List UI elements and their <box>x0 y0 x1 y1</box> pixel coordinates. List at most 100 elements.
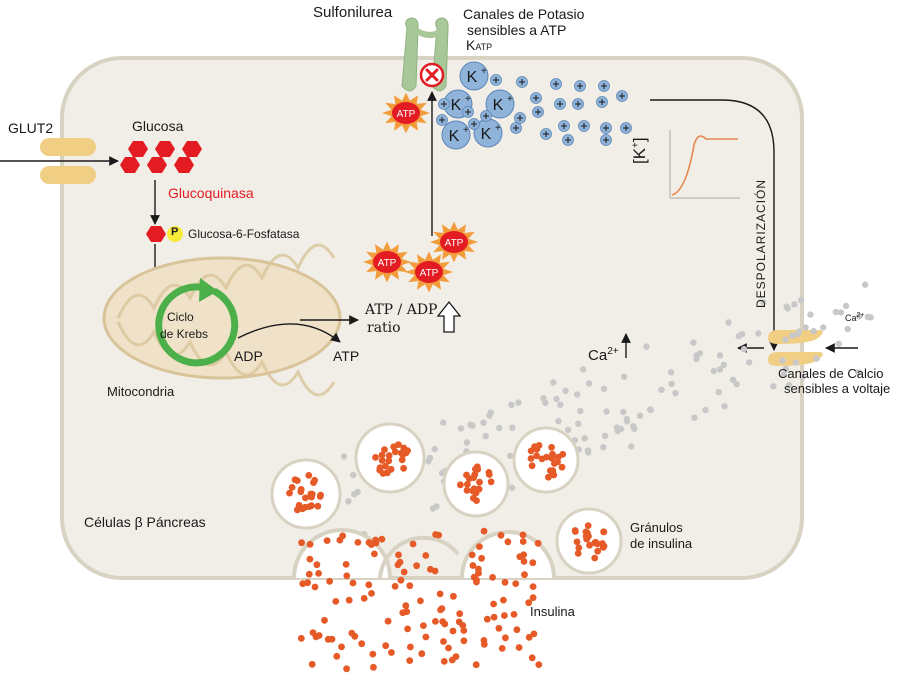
insulin-molecule <box>440 638 447 645</box>
insulin-molecule <box>358 640 366 648</box>
svg-text:+: + <box>495 123 501 134</box>
g6p-label: Glucosa-6-Fosfatasa <box>188 227 300 241</box>
insulin-molecule <box>478 554 485 562</box>
insulin-molecule <box>483 615 491 623</box>
insulin-molecule <box>315 632 323 639</box>
calcium-particle <box>496 424 503 432</box>
calcium-particle <box>835 340 842 347</box>
calcium-particle <box>565 426 572 434</box>
plus-charge <box>550 78 562 90</box>
insulin-molecule <box>529 559 537 567</box>
insulin-molecule <box>369 650 377 658</box>
insulin-molecule <box>476 543 483 550</box>
depolarization-arrow <box>650 99 779 351</box>
insulin-molecule <box>519 538 527 545</box>
plus-charge <box>540 128 552 140</box>
arrow-up-outline-icon <box>436 300 462 333</box>
insulin-molecule <box>365 539 373 546</box>
calcium-particle <box>550 379 557 386</box>
glucose-hexagon <box>120 157 140 173</box>
g6p-molecule <box>146 226 183 242</box>
celulas-label: Células β Páncreas <box>84 514 206 530</box>
calcium-particle <box>617 425 625 433</box>
plus-charge <box>600 134 612 146</box>
calcium-particle <box>508 401 515 409</box>
insulin-molecule <box>512 580 520 587</box>
insulin-molecule <box>432 618 439 625</box>
svg-text:K: K <box>451 97 462 114</box>
released-insulin <box>297 527 543 673</box>
adp-label: ADP <box>234 348 263 364</box>
insulin-molecule <box>468 551 476 559</box>
calcium-particle <box>574 391 581 398</box>
insulin-molecule <box>448 656 456 664</box>
insulin-molecule <box>306 540 314 548</box>
insulin-molecule <box>306 555 314 563</box>
calcium-particle <box>799 373 806 381</box>
calcium-particle <box>623 418 631 425</box>
insulin-granule <box>512 426 580 494</box>
k-ion: K+ <box>459 61 489 91</box>
calcium-particle <box>832 308 840 316</box>
insulin-molecule <box>529 583 537 590</box>
calcium-particle <box>340 453 348 460</box>
calcium-particle <box>820 324 827 331</box>
plus-charge <box>468 118 480 130</box>
insulin-molecule <box>388 649 395 656</box>
ratio-label-line2: ratio <box>367 320 401 336</box>
calcium-particle <box>797 297 805 304</box>
calcium-particle <box>433 503 440 510</box>
insulin-granule <box>442 450 510 518</box>
calcium-particle <box>672 390 679 397</box>
insulin-molecule <box>309 629 317 636</box>
insulin-molecule <box>305 570 313 578</box>
glucose-hexagon <box>182 141 202 157</box>
insulin-molecule <box>333 652 341 660</box>
calcium-particle <box>789 332 796 339</box>
calcium-particle <box>710 367 717 375</box>
k-ion: K+ <box>441 120 471 150</box>
calcium-particle <box>738 331 746 338</box>
glut2-label: GLUT2 <box>8 120 54 136</box>
positive-charges <box>436 74 632 146</box>
insulin-molecule <box>475 569 482 577</box>
plus-charge <box>616 90 628 102</box>
calcium-particle <box>783 303 790 310</box>
insulin-molecule <box>342 561 350 568</box>
calcium-particle <box>354 488 361 496</box>
insulin-molecule <box>445 644 452 652</box>
k-ion: K+ <box>473 118 503 148</box>
insulin-molecule <box>395 551 402 559</box>
insulin-molecule <box>349 579 357 587</box>
insulin-molecule <box>534 539 542 547</box>
insulin-molecule <box>422 633 430 641</box>
calcium-particle <box>690 339 697 346</box>
plus-charge <box>480 110 492 122</box>
svg-text:+: + <box>463 125 469 136</box>
calcium-particle <box>647 406 654 414</box>
plus-charge <box>462 106 474 118</box>
insulin-molecule <box>519 531 527 539</box>
calcium-particle <box>440 419 447 426</box>
insulin-molecule <box>406 657 414 664</box>
calcium-particle <box>601 432 609 439</box>
insulin-molecule <box>525 599 533 607</box>
calcium-particle <box>715 389 722 396</box>
insulin-molecule <box>498 645 506 652</box>
insulin-molecule <box>360 595 368 602</box>
atp-badge-text: ATP <box>445 238 464 249</box>
insulin-molecule <box>418 650 426 658</box>
insulin-molecule <box>368 590 375 597</box>
calcium-particle <box>668 380 675 387</box>
insulin-molecule <box>472 661 480 669</box>
insulin-molecule <box>490 600 497 608</box>
calcium-particle <box>702 406 709 414</box>
glucose-hexagon <box>147 157 167 173</box>
katp-symbol: KATP <box>466 37 493 53</box>
calcium-particle <box>733 381 740 388</box>
calcium-particle <box>555 418 562 425</box>
calcium-particle <box>760 299 767 306</box>
insulin-molecule <box>456 610 464 618</box>
